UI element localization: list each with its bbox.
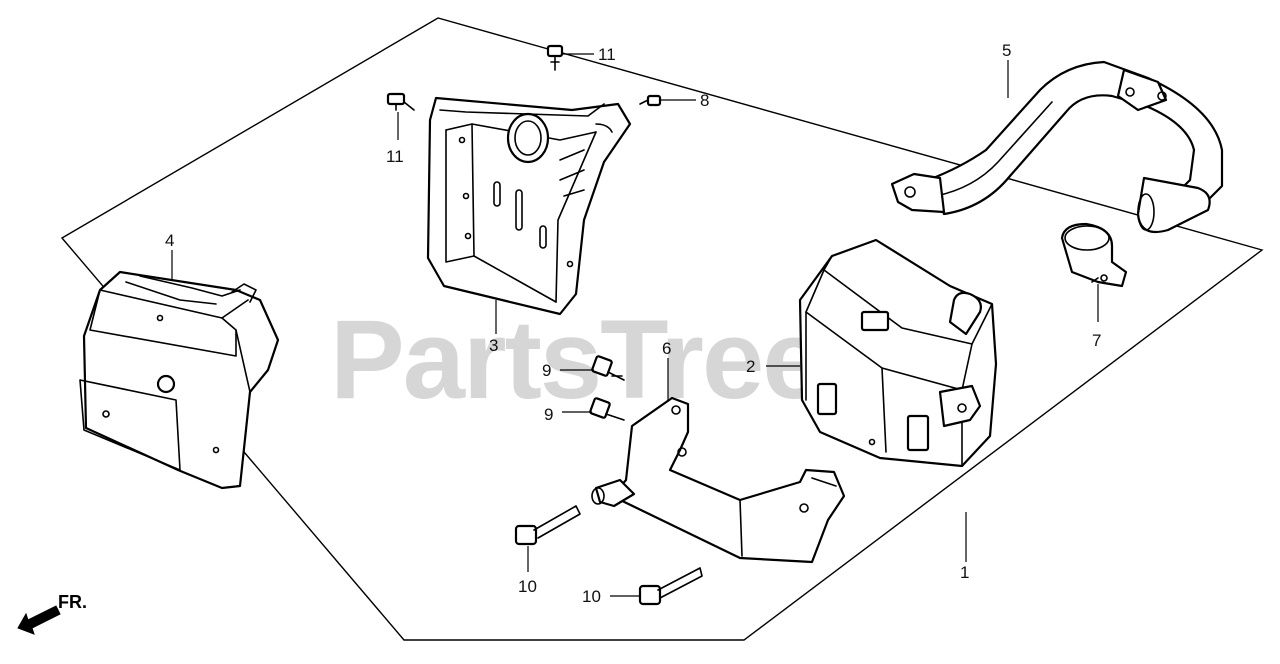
part-10-bolt-lower[interactable] bbox=[638, 567, 703, 606]
callout-5: 5 bbox=[1002, 41, 1011, 60]
part-6-muffler-stay[interactable] bbox=[591, 396, 846, 564]
front-direction-arrow-icon bbox=[17, 605, 61, 635]
part-5-exhaust-pipe[interactable] bbox=[890, 60, 1224, 234]
callout-10-left: 10 bbox=[518, 577, 537, 596]
callout-9-lower: 9 bbox=[544, 405, 553, 424]
callout-9-upper: 9 bbox=[542, 361, 551, 380]
part-9-bolt-upper[interactable] bbox=[591, 355, 625, 381]
callout-8: 8 bbox=[700, 91, 709, 110]
callout-7: 7 bbox=[1092, 331, 1101, 350]
part-3-muffler-cover[interactable] bbox=[426, 96, 632, 316]
callout-6: 6 bbox=[662, 339, 671, 358]
front-direction-label: FR. bbox=[58, 592, 87, 612]
part-4-muffler-protector[interactable] bbox=[79, 270, 280, 490]
part-10-bolt-left[interactable] bbox=[514, 505, 581, 546]
callout-11-upper: 11 bbox=[598, 45, 616, 64]
part-7-pipe-clamp[interactable] bbox=[1060, 222, 1128, 288]
callout-1: 1 bbox=[960, 563, 969, 582]
callout-4: 4 bbox=[165, 231, 174, 250]
part-11-bolt-upper[interactable] bbox=[546, 44, 564, 71]
assembly-boundary bbox=[60, 17, 1264, 641]
callout-3: 3 bbox=[489, 336, 498, 355]
part-11-bolt-left[interactable] bbox=[386, 92, 415, 111]
callout-11-left: 11 bbox=[386, 147, 404, 166]
part-2-muffler-body[interactable] bbox=[798, 238, 998, 468]
part-8-screw[interactable] bbox=[639, 94, 662, 107]
callout-10-lower: 10 bbox=[582, 587, 601, 606]
part-9-bolt-lower[interactable] bbox=[589, 397, 625, 421]
callout-2: 2 bbox=[746, 357, 755, 376]
watermark-text: PartsTree bbox=[330, 297, 823, 422]
